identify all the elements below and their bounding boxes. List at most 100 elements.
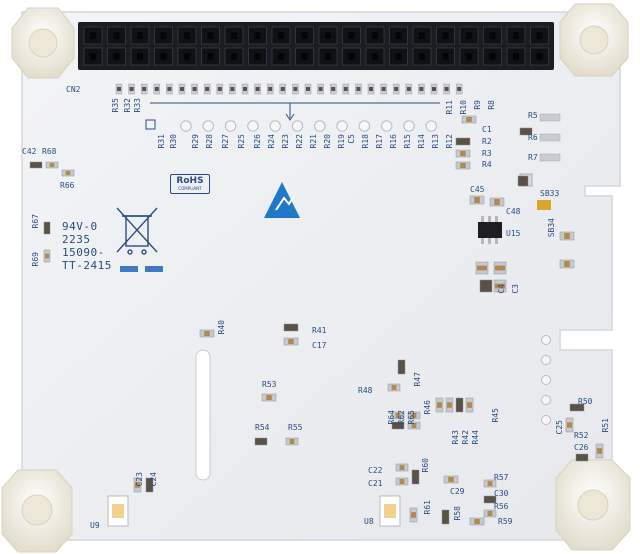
smd-part [479, 279, 493, 293]
label-c5: C5 [347, 134, 356, 144]
label-r66: R66 [60, 181, 75, 190]
label-r6: R6 [528, 133, 538, 142]
label-r40: R40 [217, 320, 226, 335]
label-r59: R59 [498, 517, 513, 526]
label-c48: C48 [506, 207, 521, 216]
label-r53: R53 [262, 380, 277, 389]
label-r30: R30 [169, 134, 178, 149]
label-r3: R3 [482, 149, 492, 158]
standoff-bottom-right [555, 459, 631, 551]
edge-pad [541, 395, 551, 405]
resistor-row [115, 83, 463, 95]
label-r48: R48 [358, 386, 373, 395]
label-r7: R7 [528, 153, 538, 162]
label-r58: R58 [453, 506, 462, 521]
test-point [336, 120, 348, 132]
label-r28: R28 [205, 134, 214, 149]
label-r26: R26 [253, 134, 262, 149]
smd-part [391, 421, 405, 430]
label-r25: R25 [237, 134, 246, 149]
marking-line-1: 94V-0 [62, 220, 98, 233]
label-c29: C29 [450, 487, 465, 496]
label-r60: R60 [421, 458, 430, 473]
label-r4: R4 [482, 160, 492, 169]
label-c25: C25 [555, 420, 564, 435]
label-r29: R29 [191, 134, 200, 149]
smd-part [397, 359, 406, 375]
smd-part [441, 509, 450, 525]
test-point [313, 120, 326, 132]
label-r32: R32 [123, 98, 132, 113]
label-r24: R24 [267, 134, 276, 149]
smd-resistor [539, 133, 561, 142]
label-sb34: SB34 [547, 218, 556, 238]
smd-part [283, 323, 299, 332]
label-r19: R19 [337, 134, 346, 149]
label-r27: R27 [221, 134, 230, 149]
label-sb33: SB33 [540, 189, 560, 198]
smd-part [455, 397, 464, 413]
smd-part [517, 175, 529, 187]
smd-part [519, 127, 533, 136]
label-c3: C3 [511, 284, 520, 294]
label-r42: R42 [461, 430, 470, 445]
marking-line-4: TT-2415 [62, 259, 112, 272]
label-r11: R11 [445, 100, 454, 115]
label-cn2: CN2 [66, 85, 81, 94]
test-point [380, 120, 393, 132]
smd-part [483, 495, 497, 504]
label-c17: C17 [312, 341, 327, 350]
edge-pad [541, 335, 551, 345]
label-u9: U9 [90, 521, 100, 530]
smd-part [254, 437, 268, 446]
test-point-square [145, 119, 156, 130]
label-r50: R50 [578, 397, 593, 406]
smd-part [411, 469, 420, 485]
label-r12: R12 [445, 134, 454, 149]
label-u15: U15 [506, 229, 521, 238]
test-point [358, 120, 371, 132]
test-point [291, 120, 304, 132]
smd-resistor [539, 113, 561, 122]
label-r2: R2 [482, 137, 492, 146]
smd-resistor [539, 153, 561, 162]
test-points [145, 119, 438, 132]
label-r16: R16 [389, 134, 398, 149]
label-r57: R57 [494, 473, 509, 482]
smd-part [455, 137, 471, 146]
smd-part [575, 453, 589, 462]
gpio-header [78, 22, 554, 70]
label-r68: R68 [42, 147, 57, 156]
smd-components [29, 115, 604, 526]
test-point [403, 120, 415, 132]
label-r5: R5 [528, 111, 538, 120]
test-point [269, 120, 281, 132]
label-r54: R54 [255, 423, 270, 432]
test-point [425, 120, 438, 132]
label-r67: R67 [31, 214, 40, 229]
label-r14: R14 [417, 134, 426, 149]
label-r41: R41 [312, 326, 327, 335]
smd-part [43, 221, 51, 235]
standoff-bottom-left [1, 469, 73, 553]
label-r45: R45 [491, 408, 500, 423]
label-r46: R46 [423, 400, 432, 415]
label-r23: R23 [281, 134, 290, 149]
label-c45: C45 [470, 185, 485, 194]
label-r9: R9 [473, 100, 482, 110]
label-r69: R69 [31, 252, 40, 267]
label-c21: C21 [368, 479, 383, 488]
esd-warning-icon [264, 182, 300, 218]
label-r18: R18 [361, 134, 370, 149]
test-point [247, 120, 259, 132]
label-r21: R21 [309, 134, 318, 149]
label-c30: C30 [494, 489, 509, 498]
label-c4: C4 [497, 284, 506, 294]
label-r51: R51 [601, 418, 610, 433]
standoff-top-left [11, 7, 75, 79]
marking-label-blue-1 [120, 266, 138, 272]
test-point [224, 120, 237, 132]
smd-part [569, 403, 585, 412]
label-u8: U8 [364, 517, 374, 526]
edge-pad [541, 375, 551, 385]
